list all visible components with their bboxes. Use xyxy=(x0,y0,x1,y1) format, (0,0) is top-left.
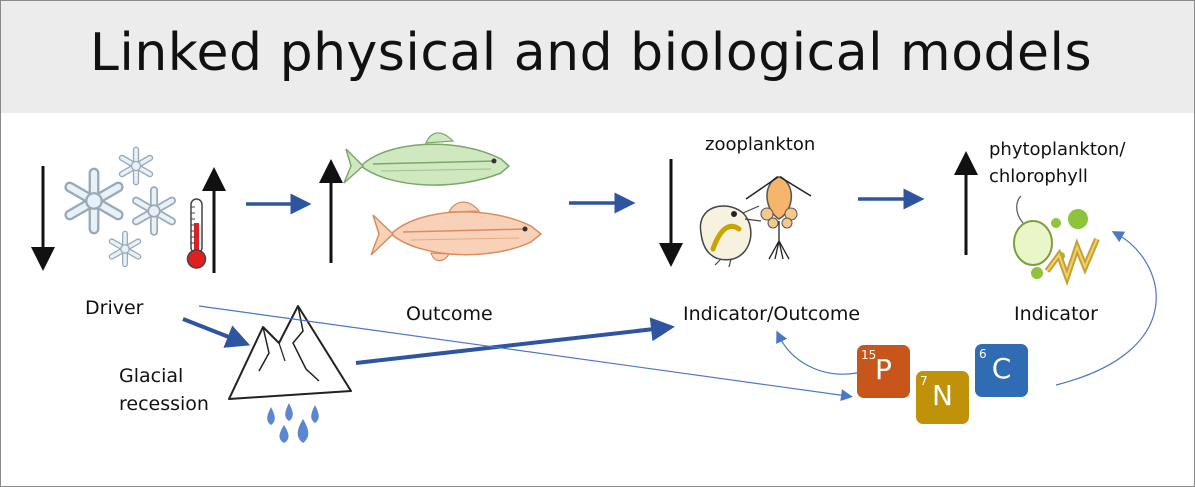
nutrients-to-zooplankton-curve xyxy=(776,330,858,375)
phytoplankton-label-line1: phytoplankton/ xyxy=(989,139,1126,160)
element-symbol: N xyxy=(932,379,953,412)
zooplankton-label: zooplankton xyxy=(705,134,816,155)
nutrient-tile-carbon: 6 C xyxy=(975,344,1028,397)
atomic-number: 7 xyxy=(920,374,928,388)
fish-icon-green xyxy=(343,132,511,186)
driver-to-nutrients-line xyxy=(198,305,853,402)
indicator-outcome-label: Indicator/Outcome xyxy=(683,303,861,325)
atomic-number: 15 xyxy=(861,348,877,362)
fish-icon-orange xyxy=(370,201,543,262)
water-drops-icon xyxy=(267,403,319,443)
thermometer-icon xyxy=(186,198,207,269)
indicator-label: Indicator xyxy=(1014,303,1098,325)
zooplankton-icon-copepod xyxy=(745,176,812,260)
title-bar: Linked physical and biological models xyxy=(1,1,1194,113)
element-symbol: P xyxy=(875,353,892,386)
atomic-number: 6 xyxy=(979,347,987,361)
phytoplankton-icon xyxy=(1013,195,1100,287)
nutrients-to-phytoplankton-curve xyxy=(1055,231,1157,386)
page-title: Linked physical and biological models xyxy=(89,23,1093,83)
zooplankton-icon-daphnia xyxy=(699,205,762,268)
glacial-label-line1: Glacial xyxy=(119,365,184,387)
nutrient-tile-nitrogen: 7 N xyxy=(916,371,969,424)
mountain-icon xyxy=(228,305,352,400)
outcome-label: Outcome xyxy=(406,303,493,325)
glacier-to-indicator-arrow xyxy=(355,317,675,365)
nutrient-tile-phosphorus: 15 P xyxy=(857,345,910,398)
glacial-label-line2: recession xyxy=(119,393,209,415)
snowflake-icon xyxy=(70,150,172,264)
driver-label: Driver xyxy=(85,297,144,319)
phytoplankton-label-line2: chlorophyll xyxy=(989,166,1088,187)
driver-to-glacier-arrow xyxy=(182,317,251,348)
element-symbol: C xyxy=(991,352,1012,385)
